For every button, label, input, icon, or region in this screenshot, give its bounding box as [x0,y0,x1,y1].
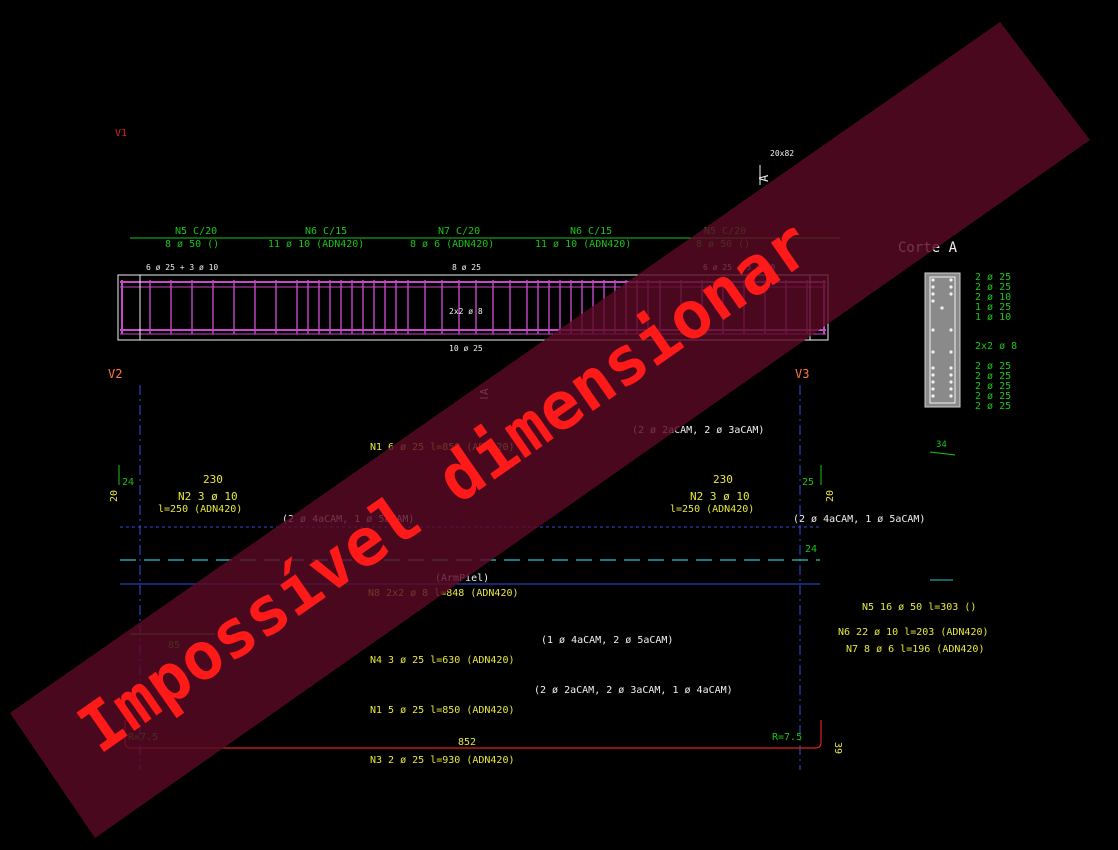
n2-left-spec: l=250 (ADN420) [158,504,242,515]
svg-text:A: A [478,388,491,395]
top-bars-right-label: 6 ø 25 + 3 ø 10 [703,263,775,272]
n4-layers: (1 ø 4aCAM, 2 ø 5aCAM) [541,635,673,646]
dim-left-24: 24 [122,477,134,488]
layers-right: (2 ø 4aCAM, 1 ø 5aCAM) [793,514,925,525]
dim-39: 39 [832,742,843,754]
schedule-n5: N5 16 ø 50 l=303 () [862,602,976,613]
layers-left: (2 ø 4aCAM, 1 ø 5aCAM) [282,514,414,525]
dim-right-25: 25 [802,477,814,488]
n3-label: N3 2 ø 25 l=930 (ADN420) [370,755,515,766]
n1-bottom-label: N1 5 ø 25 l=850 (ADN420) [370,705,515,716]
radius-left: R=7.5 [128,732,158,743]
n2-right-mark: N2 3 ø 10 [690,490,750,503]
stirrup-spec-2: 11 ø 10 (ADN420) [268,239,364,250]
dim-85: 85 [168,640,180,651]
n1-top-label: N1 6 ø 25 l=850 (ADN420) [370,442,515,453]
stirrup-spec-1: 8 ø 50 () [165,239,219,250]
section-top-labels: 2 ø 25 2 ø 25 2 ø 10 1 ø 25 1 ø 10 [975,272,1011,323]
armpiel-label: (ArmPiel) [435,573,489,584]
section-mid-label: 2x2 ø 8 [975,341,1017,352]
top-bars-left-label: 6 ø 25 + 3 ø 10 [146,263,218,272]
stirrup-mark-1: N5 C/20 [175,226,217,237]
svg-text:1 ø 10: 1 ø 10 [975,312,1011,323]
n4-label: N4 3 ø 25 l=630 (ADN420) [370,655,515,666]
n2-right-spec: l=250 (ADN420) [670,504,754,515]
stirrup-mark-3: N7 C/20 [438,226,480,237]
n2-right-length: 230 [713,473,733,486]
vert-left-20: 20 [109,490,120,502]
section-a [924,272,961,408]
dim-24b: 24 [805,544,817,555]
svg-text:2 ø 25: 2 ø 25 [975,401,1011,412]
bottom-bars-label: 10 ø 25 [449,344,483,353]
n1-top-layers: (2 ø 2aCAM, 2 ø 3aCAM) [632,425,764,436]
stirrup-spec-3: 8 ø 6 (ADN420) [410,239,494,250]
stirrup-spec-4: 11 ø 10 (ADN420) [535,239,631,250]
skin-bars-label: 2x2 ø 8 [449,307,483,316]
stirrup-mark-4: N6 C/15 [570,226,612,237]
stirrup-spec-5: 8 ø 50 () [696,239,750,250]
support-left-label: V2 [108,367,122,381]
section-dim: 34 [936,440,947,450]
schedule-n7: N7 8 ø 6 l=196 (ADN420) [846,644,984,655]
svg-text:A: A [757,174,771,182]
section-bottom-labels: 2 ø 25 2 ø 25 2 ø 25 2 ø 25 2 ø 25 [975,361,1011,412]
schedule-n6: N6 22 ø 10 l=203 (ADN420) [838,627,989,638]
n2-left-mark: N2 3 ø 10 [178,490,238,503]
top-bars-mid-label: 8 ø 25 [452,263,481,272]
dim-852: 852 [458,737,476,748]
section-size-label: 20x82 [770,149,794,158]
n1-bottom-layers: (2 ø 2aCAM, 2 ø 3aCAM, 1 ø 4aCAM) [534,685,733,696]
section-title: Corte A [898,240,958,256]
support-right-label: V3 [795,367,809,381]
n2-left-length: 230 [203,473,223,486]
radius-right: R=7.5 [772,732,802,743]
stirrup-mark-2: N6 C/15 [305,226,347,237]
stirrup-mark-5: N5 C/20 [704,226,746,237]
vert-right-20: 20 [825,490,836,502]
beam-label: V1 [115,128,127,139]
n8-label: N8 2x2 ø 8 l=848 (ADN420) [368,588,519,599]
